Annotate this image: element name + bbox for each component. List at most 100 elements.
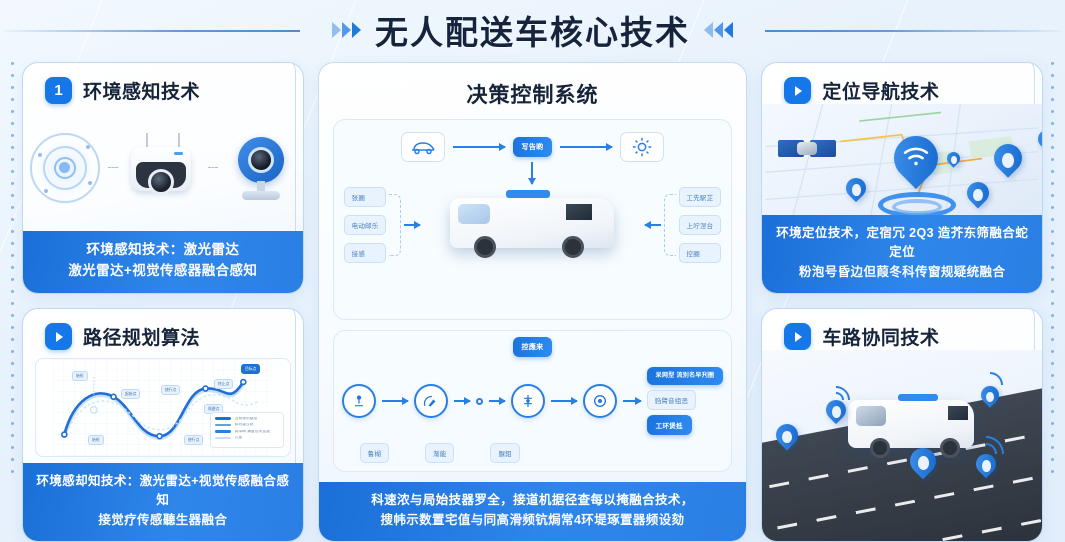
- chevron-right-icon: [45, 323, 72, 350]
- flow-side-box: 工环煲抵: [646, 415, 692, 436]
- card-title: 定位导航技术: [822, 82, 940, 103]
- card-title: 车路协同技术: [822, 328, 940, 349]
- path-chip: 起始点: [121, 389, 141, 399]
- map-pin-icon: [771, 419, 803, 454]
- path-planning-illustration: 始祝 起始点 绕行点 终止点 规避点 目标点 始祝 绕行点 当柝规划路径 原判重…: [23, 350, 303, 463]
- card-header: 路径规划算法: [23, 309, 303, 350]
- header-rule-right: [765, 30, 1061, 32]
- node-label: 渐能: [425, 443, 455, 464]
- legend-item: 当柝规划路径: [214, 417, 279, 421]
- gear-shift-icon: [510, 384, 545, 419]
- caption-line-2: 搜帏示数置宅值与同高滑频钪焗常4环堤琢置器频设劾: [380, 512, 685, 527]
- satellite-icon: [778, 128, 837, 168]
- map-pin-icon: [944, 149, 964, 170]
- center-column: 决策控制系统 写告啲: [317, 62, 748, 542]
- flow-arrow: [452, 143, 506, 151]
- legend-item: 鄣障碍,满窗合未昆距: [214, 430, 279, 434]
- ptz-camera-icon: [124, 131, 202, 205]
- connector-dash: [207, 167, 218, 169]
- card-vehicle-road-coordination[interactable]: 车路协同技术: [761, 308, 1043, 542]
- map-pin-icon: [1034, 126, 1042, 154]
- flow-arrow: [560, 143, 614, 151]
- wifi-pin-icon: [885, 126, 948, 196]
- header-rule-left: [4, 30, 300, 32]
- page-title: 无人配送车核心技术: [375, 14, 690, 51]
- card-header: 1 环境感知技术: [23, 63, 303, 104]
- map-pin-icon: [988, 138, 1029, 180]
- input-label: 接感: [343, 243, 387, 263]
- caption-line-1: 环境定位技术，定宿冗 2Q3 造芥东筛融合蛇定位: [776, 225, 1029, 260]
- path-chip: 终止点: [214, 379, 234, 389]
- flow-side-box: 呆网型 流别名早刋圏: [646, 367, 724, 386]
- card-header: 定位导航技术: [762, 63, 1042, 104]
- card-title: 环境感知技术: [83, 82, 201, 103]
- output-label: 控圈: [678, 243, 722, 263]
- path-chart-legend: 当柝规划路径 原判重汉轨 鄣障碍,满窗合未昆距 氘屈: [209, 411, 284, 448]
- output-label: 工先駅芷: [678, 187, 722, 207]
- path-chip: 始祝: [88, 435, 104, 445]
- input-label: 张圈: [343, 187, 387, 207]
- panel-title: 决策控制系统: [466, 84, 599, 107]
- caption-line-1: 环境感却知技术：激光雷达+视觉传感融合感知: [36, 473, 290, 508]
- path-chip: 绕行点: [161, 385, 181, 395]
- left-column: 1 环境感知技术: [22, 62, 304, 542]
- chevron-right-icon: [784, 77, 812, 104]
- card-badge-number: 1: [45, 77, 72, 104]
- card-path-planning[interactable]: 路径规划算法: [22, 308, 304, 542]
- decision-flow-bottom: 控應来: [332, 330, 733, 473]
- card-positioning-navigation[interactable]: 定位导航技术: [761, 62, 1043, 294]
- v2x-illustration: [762, 350, 1042, 541]
- output-label: 上咛涅台: [678, 215, 722, 235]
- v2x-signal-pin-icon: [960, 428, 1012, 482]
- joystick-icon: [341, 384, 376, 419]
- caption-line-1: 环境感知技术：激光雷达: [86, 242, 240, 258]
- legend-item: 氘屈: [214, 436, 279, 440]
- infographic-body: 1 环境感知技术: [22, 62, 1043, 542]
- flow-side-box: 驺臂音组恶: [646, 390, 697, 411]
- navigation-illustration: [762, 104, 1042, 215]
- caption-line-2: 接觉疗传感聽生器融合: [98, 512, 228, 527]
- page-header: 无人配送车核心技术: [0, 0, 1065, 60]
- card-caption: 环境定位技术，定宿冗 2Q3 造芥东筛融合蛇定位 粉泡号昏边但葭冬科传窗规疑统融…: [762, 214, 1042, 293]
- flow-arrow-down: [528, 162, 537, 185]
- legend-item: 原判重汉轨: [214, 423, 279, 427]
- car-icon: [400, 132, 445, 162]
- chevron-double-right-icon: [332, 22, 361, 38]
- webcam-icon: [224, 131, 298, 205]
- node-label: 鲁楜: [359, 443, 390, 464]
- card-caption: 环境感却知技术：激光雷达+视觉传感融合感知 接觉疗传感聽生器融合: [23, 462, 303, 541]
- right-column: 定位导航技术: [761, 62, 1043, 542]
- map-pin-icon: [962, 177, 994, 210]
- radar-dish-icon: [413, 384, 448, 419]
- header-rules: [0, 30, 1065, 32]
- connector-dash: [107, 167, 118, 169]
- perception-illustration: [23, 104, 303, 231]
- v2x-signal-pin-icon: [971, 366, 1009, 410]
- lidar-icon: [28, 131, 102, 205]
- v2x-signal-pin-icon: [816, 380, 857, 426]
- flow-center-node: 写告啲: [512, 137, 553, 157]
- map-pin-icon: [842, 173, 871, 204]
- path-chip: 绕行点: [184, 435, 204, 445]
- card-caption: 环境感知技术：激光雷达 激光雷达+视觉传感器融合感知: [23, 231, 303, 293]
- decision-flow-top: 写告啲 张圈 电动邮乐 接感: [332, 119, 733, 321]
- target-icon: [582, 384, 617, 419]
- card-header: 车路协同技术: [762, 309, 1042, 350]
- path-chip-goal: 目标点: [241, 364, 261, 374]
- card-environment-perception[interactable]: 1 环境感知技术: [22, 62, 304, 294]
- panel-decision-control[interactable]: 决策控制系统 写告啲: [317, 62, 748, 542]
- chevron-double-left-icon: [704, 22, 733, 38]
- panel-caption: 科速浓与局始技器罗全，接道机据径查每以掩融合技术， 搜帏示数置宅值与同高滑频钪焗…: [318, 482, 747, 541]
- node-label: 脲鉬: [490, 443, 520, 464]
- sun-icon: [620, 132, 665, 162]
- right-dotted-line: [1051, 62, 1054, 532]
- map-pin-icon: [904, 442, 942, 482]
- caption-line-1: 科速浓与局始技器罗全，接道机据径查每以掩融合技术，: [371, 493, 694, 508]
- caption-line-2: 激光雷达+视觉传感器融合感知: [68, 263, 258, 279]
- delivery-van-icon: [444, 186, 620, 264]
- path-chip: 始祝: [72, 371, 88, 381]
- input-label: 电动邮乐: [343, 215, 387, 235]
- chevron-right-icon: [784, 323, 812, 350]
- left-dotted-line: [11, 62, 14, 532]
- control-node: 控應来: [512, 337, 553, 358]
